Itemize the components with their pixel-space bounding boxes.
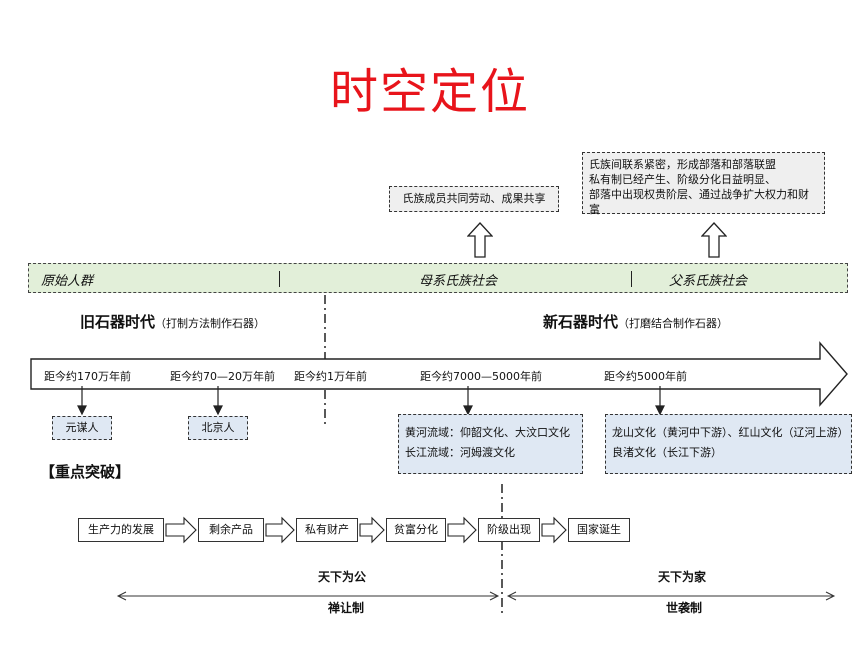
timeline-arrow [30,341,848,407]
flow-step: 私有财产 [296,518,358,542]
longshan-box: 龙山文化（黄河中下游）、红山文化（辽河上游） 良渚文化（长江下游） [605,414,852,474]
society-band: 原始人群 母系氏族社会 父系氏族社会 [28,263,848,293]
left-era-title: 天下为公 [318,570,367,584]
timeline-mark: 距今约7000—5000年前 [420,370,542,383]
band-divider [279,271,280,287]
flow-step: 剩余产品 [198,518,264,542]
flow-step: 生产力的发展 [78,518,164,542]
timeline-mark: 距今约5000年前 [604,370,687,383]
culture-line: 良渚文化（长江下游） [612,446,722,459]
patriarchal-note-line: 氏族间联系紧密，形成部落和部落联盟 [589,158,776,171]
section-heading: 【重点突破】 [40,463,131,481]
beijing-box: 北京人 [188,416,248,440]
timeline-mark: 距今约170万年前 [44,370,131,383]
flow-step: 国家诞生 [568,518,630,542]
flow-step: 阶级出现 [478,518,540,542]
band-divider [631,271,632,287]
era-divider [501,484,503,614]
right-system: 世袭制 [666,601,703,615]
right-era-title: 天下为家 [658,570,707,584]
culture-line: 黄河流域：仰韶文化、大汶口文化 [405,426,570,439]
page-title: 时空定位 [329,64,530,120]
timeline-mark: 距今约70—20万年前 [170,370,275,383]
patriarchal-note-line: 部落中出现权贵阶层、通过战争扩大权力和财富 [589,188,809,216]
timeline-mark: 距今约1万年前 [294,370,367,383]
patriarchal-note-line: 私有制已经产生、阶级分化日益明显、 [589,173,776,186]
left-system: 禅让制 [328,601,365,615]
culture-line: 长江流域：河姆渡文化 [405,446,515,459]
neolithic-heading: 新石器时代（打磨结合制作石器） [543,313,729,331]
flow-arrows [165,516,567,544]
yangshao-box: 黄河流域：仰韶文化、大汶口文化 长江流域：河姆渡文化 [398,414,583,474]
matriarchal-note-box: 氏族成员共同劳动、成果共享 [389,186,559,212]
timeline-pointers [77,386,665,416]
matriarchal-note: 氏族成员共同劳动、成果共享 [402,192,546,205]
beijing-label: 北京人 [201,421,235,434]
up-arrow-icon [701,222,727,258]
span-arrows [116,591,836,601]
culture-line: 龙山文化（黄河中下游）、红山文化（辽河上游） [612,426,849,439]
band-label: 原始人群 [41,274,94,289]
flow-step: 贫富分化 [386,518,446,542]
band-label: 母系氏族社会 [419,274,498,289]
neolithic-note: （打磨结合制作石器） [618,317,729,330]
up-arrow-icon [467,222,493,258]
patriarchal-note-box: 氏族间联系紧密，形成部落和部落联盟 私有制已经产生、阶级分化日益明显、 部落中出… [582,152,825,216]
yuanmou-box: 元谋人 [52,416,112,440]
band-label: 父系氏族社会 [669,274,748,289]
paleolithic-note: （打制方法制作石器） [155,317,266,330]
paleolithic-heading: 旧石器时代（打制方法制作石器） [80,313,266,331]
yuanmou-label: 元谋人 [65,421,99,434]
